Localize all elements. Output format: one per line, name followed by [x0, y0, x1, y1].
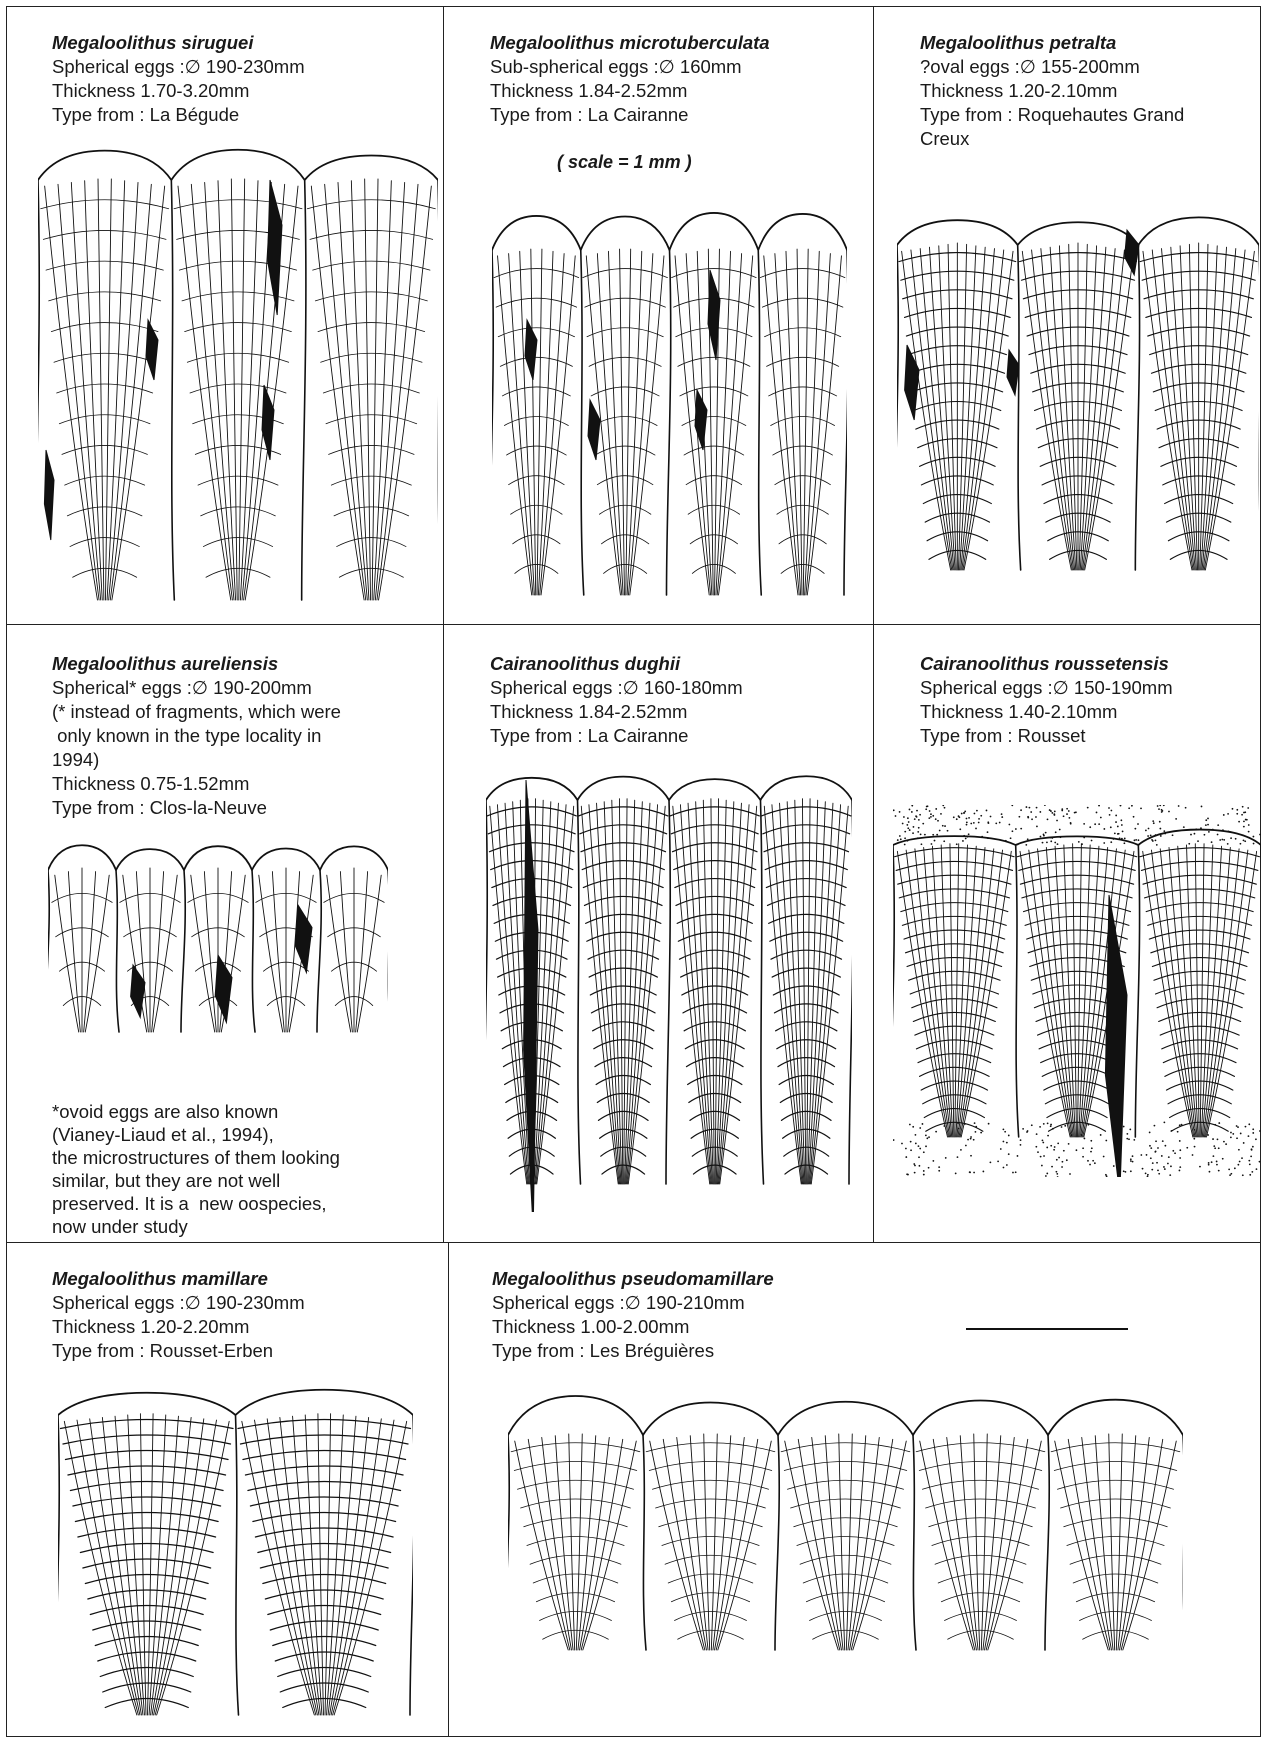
egg-shape: Spherical eggs :∅ 150-190mm [920, 676, 1250, 700]
footnote-line: (* instead of fragments, which were [52, 700, 432, 724]
column-divider [448, 1242, 449, 1737]
footnote-line: 1994) [52, 748, 432, 772]
species-caption-1: Megaloolithus siruguei Spherical eggs :∅… [52, 31, 432, 127]
eggshell-section-illustration [897, 200, 1259, 590]
egg-shape: Spherical eggs :∅ 190-230mm [52, 1291, 432, 1315]
species-name: Megaloolithus microtuberculata [490, 31, 870, 55]
species-name: Cairanoolithus roussetensis [920, 652, 1250, 676]
shell-thickness: Thickness 1.00-2.00mm [492, 1315, 912, 1339]
egg-shape: Spherical* eggs :∅ 190-200mm [52, 676, 432, 700]
shell-thickness: Thickness 1.40-2.10mm [920, 700, 1250, 724]
type-locality: Type from : Les Bréguières [492, 1339, 912, 1363]
shell-thickness: Thickness 1.20-2.20mm [52, 1315, 432, 1339]
shell-thickness: Thickness 1.84-2.52mm [490, 700, 870, 724]
eggshell-section-illustration [508, 1385, 1183, 1675]
egg-shape: Spherical eggs :∅ 160-180mm [490, 676, 870, 700]
species-name: Megaloolithus petralta [920, 31, 1250, 55]
shell-units [38, 150, 438, 600]
shell-units [486, 776, 852, 1184]
eggshell-section-illustration [38, 140, 438, 620]
shell-thickness: Thickness 0.75-1.52mm [52, 772, 432, 796]
species-caption-3: Megaloolithus petralta ?oval eggs :∅ 155… [920, 31, 1250, 151]
species-name: Megaloolithus siruguei [52, 31, 432, 55]
species-caption-2: Megaloolithus microtuberculata Sub-spher… [490, 31, 870, 127]
shell-units [48, 845, 388, 1032]
type-locality: Type from : La Cairanne [490, 724, 870, 748]
eggshell-section-illustration [492, 200, 847, 605]
species-name: Megaloolithus aureliensis [52, 652, 432, 676]
species-caption-7: Megaloolithus mamillare Spherical eggs :… [52, 1267, 432, 1363]
eggshell-section-illustration [48, 835, 388, 1060]
type-locality: Type from : Rousset [920, 724, 1250, 748]
egg-shape: Spherical eggs :∅ 190-210mm [492, 1291, 912, 1315]
shell-units [492, 213, 847, 595]
egg-shape: Spherical eggs :∅ 190-230mm [52, 55, 432, 79]
eggshell-section-illustration [486, 760, 852, 1212]
species-caption-4: Megaloolithus aureliensis Spherical* egg… [52, 652, 432, 820]
type-locality-cont: Creux [920, 127, 1250, 151]
species-name: Megaloolithus mamillare [52, 1267, 432, 1291]
shell-units [58, 1390, 413, 1715]
footnote-line: only known in the type locality in [52, 724, 432, 748]
scale-bar [966, 1328, 1128, 1330]
scale-note: ( scale = 1 mm ) [557, 152, 692, 173]
eggshell-section-illustration [58, 1380, 413, 1730]
shell-thickness: Thickness 1.70-3.20mm [52, 79, 432, 103]
egg-shape: ?oval eggs :∅ 155-200mm [920, 55, 1250, 79]
eggshell-section-illustration [893, 805, 1261, 1177]
species-name: Megaloolithus pseudomamillare [492, 1267, 912, 1291]
species-caption-8: Megaloolithus pseudomamillare Spherical … [492, 1267, 912, 1363]
species-name: Cairanoolithus dughii [490, 652, 870, 676]
shell-thickness: Thickness 1.20-2.10mm [920, 79, 1250, 103]
type-locality: Type from : La Bégude [52, 103, 432, 127]
species-caption-6: Cairanoolithus roussetensis Spherical eg… [920, 652, 1250, 748]
row-divider [6, 624, 1261, 625]
shell-units [897, 217, 1259, 570]
type-locality: Type from : Clos-la-Neuve [52, 796, 432, 820]
shell-thickness: Thickness 1.84-2.52mm [490, 79, 870, 103]
ovoid-eggs-note: *ovoid eggs are also known (Vianey-Liaud… [52, 1100, 437, 1238]
row-divider [6, 1242, 1261, 1243]
shell-units [508, 1396, 1183, 1650]
type-locality: Type from : Rousset-Erben [52, 1339, 432, 1363]
shell-units [893, 830, 1261, 1137]
type-locality: Type from : Roquehautes Grand [920, 103, 1250, 127]
egg-shape: Sub-spherical eggs :∅ 160mm [490, 55, 870, 79]
type-locality: Type from : La Cairanne [490, 103, 870, 127]
species-caption-5: Cairanoolithus dughii Spherical eggs :∅ … [490, 652, 870, 748]
